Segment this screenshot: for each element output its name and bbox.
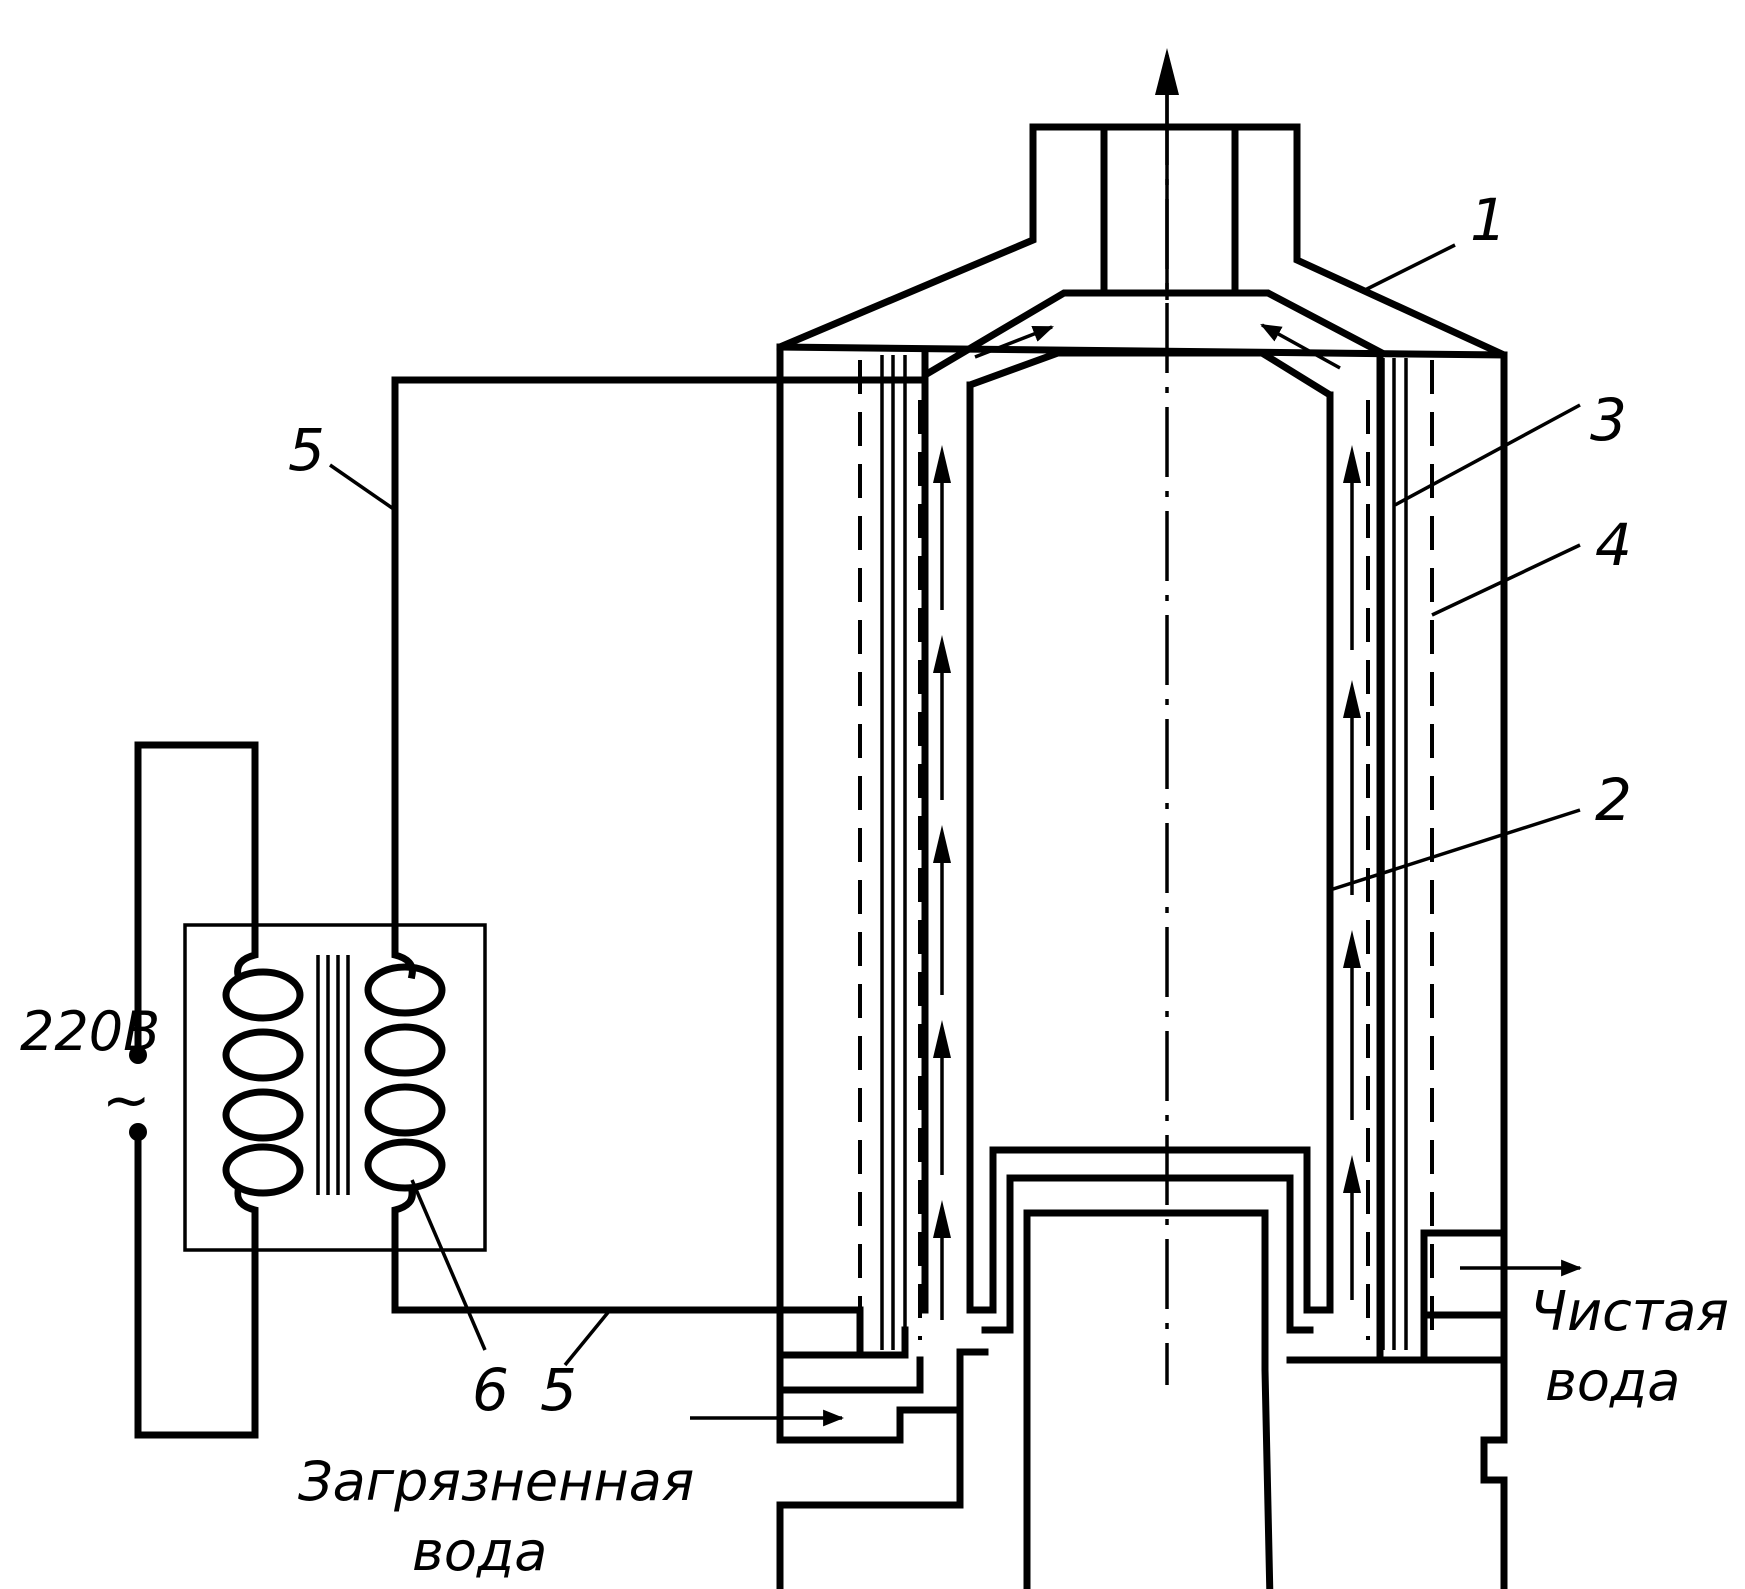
label-5-top: 5 (288, 416, 325, 484)
primary-coil (226, 925, 300, 1250)
dirty-water-label-2: вода (412, 1520, 547, 1583)
transformer-box (185, 925, 485, 1250)
secondary-coil (368, 925, 442, 1250)
voltage-label: 220В (20, 1000, 160, 1063)
transformer-core (318, 955, 348, 1195)
label-2: 2 (1595, 766, 1632, 834)
exhaust-arrow-head (1155, 48, 1179, 95)
label-6: 6 (472, 1356, 509, 1424)
wire-top (395, 380, 925, 925)
leader-3 (1395, 405, 1580, 505)
vapour-channel-outer (925, 293, 1380, 375)
dirty-water-label-1: Загрязненная (298, 1450, 694, 1513)
ac-symbol: ~ (102, 1066, 151, 1134)
base-right-foot (1290, 1360, 1504, 1589)
clean-water-label-1: Чистая (1530, 1280, 1729, 1343)
clean-water-outlet (1424, 1233, 1504, 1360)
vapour-channel-inner (970, 353, 1330, 1310)
leader-1 (1365, 245, 1455, 290)
mains-wire-bottom (138, 1132, 255, 1435)
wire-bottom (395, 1220, 860, 1355)
label-4: 4 (1595, 511, 1632, 579)
leader-6 (412, 1180, 485, 1350)
base-cup-middle (985, 1178, 1310, 1330)
label-3: 3 (1590, 386, 1627, 454)
clean-water-label-2: вода (1545, 1350, 1680, 1413)
label-5-bottom: 5 (540, 1356, 577, 1424)
right-channel-flow-arrows (1343, 445, 1361, 1300)
leader-5-top (330, 465, 395, 510)
left-bottom-bar (780, 1330, 920, 1390)
label-1: 1 (1470, 186, 1507, 254)
left-channel-flow-arrows (933, 445, 951, 1320)
